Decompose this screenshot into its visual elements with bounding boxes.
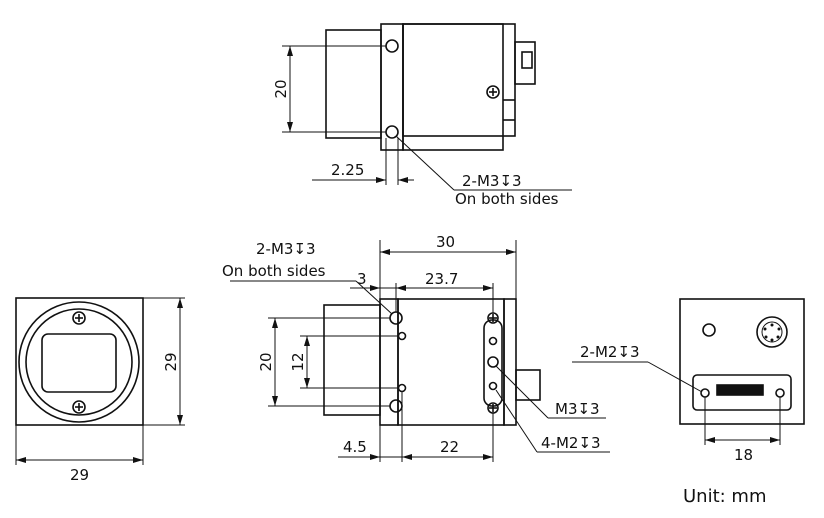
rear-view: 2-M2↧3 18 (572, 298, 805, 464)
front-view-outline (15, 297, 144, 426)
front-view-screw-bottom-icon (72, 400, 86, 414)
top-view-screw-icon (486, 85, 500, 99)
side-dim-inner: 12 (289, 352, 307, 371)
side-dim-front: 3 (357, 270, 367, 288)
side-dim-bottom-body: 22 (440, 438, 459, 456)
front-view-screw-top-icon (72, 311, 86, 325)
side-label-m2: 4-M2↧3 (541, 434, 601, 452)
side-view: 30 3 23.7 2-M3↧3 On both sides 20 12 (222, 233, 610, 462)
side-view-rail-slot (483, 319, 503, 407)
side-dim-outer: 20 (257, 352, 275, 371)
front-view-mount-inner (25, 308, 133, 416)
side-label-m3: M3↧3 (555, 400, 600, 418)
side-dim-bottom-left: 4.5 (343, 438, 367, 456)
rear-dim-spacing: 18 (734, 446, 753, 464)
side-view-mount (323, 304, 381, 416)
front-view-sensor-window (41, 333, 117, 393)
front-dim-height: 29 (162, 352, 180, 371)
side-view-rear (503, 298, 517, 426)
top-view: 20 2.25 2-M3↧3 On both sides (272, 23, 572, 208)
side-note-line2: On both sides (222, 262, 326, 280)
rear-view-usb-port (716, 384, 764, 396)
side-view-connector (515, 369, 541, 401)
side-view-m2-hole-1 (488, 336, 498, 346)
rear-view-outline (679, 298, 805, 425)
rear-view-led (702, 323, 716, 337)
top-view-connector (514, 41, 536, 85)
front-dim-width: 29 (70, 466, 89, 484)
top-note-line2: On both sides (455, 190, 559, 208)
unit-label: Unit: mm (683, 486, 767, 507)
top-view-connector-pin (521, 51, 533, 69)
front-view-mount-outer (18, 301, 140, 423)
top-view-flange (380, 23, 404, 151)
side-view-m2-hole-2 (488, 381, 498, 391)
top-view-hole-top (385, 39, 399, 53)
rear-view-m2-hole-right (775, 388, 785, 398)
side-view-small-hole-bottom (397, 383, 407, 393)
rear-view-io-connector (756, 316, 788, 348)
side-view-hole-bottom (389, 399, 403, 413)
top-view-body-inner (402, 23, 516, 137)
side-note-line1: 2-M3↧3 (256, 240, 316, 258)
side-view-m3-hole (487, 356, 499, 368)
rear-view-usb-plate (692, 374, 792, 411)
top-note-line1: 2-M3↧3 (462, 172, 522, 190)
side-view-small-hole-top (397, 331, 407, 341)
rear-note: 2-M2↧3 (580, 343, 640, 361)
top-view-body (402, 23, 504, 151)
side-dim-body: 23.7 (425, 270, 458, 288)
side-dim-total: 30 (436, 233, 455, 251)
top-dim-height: 20 (272, 79, 290, 98)
front-view: 29 29 (15, 297, 185, 484)
top-dim-offset: 2.25 (331, 161, 364, 179)
rear-view-m2-hole-left (700, 388, 710, 398)
